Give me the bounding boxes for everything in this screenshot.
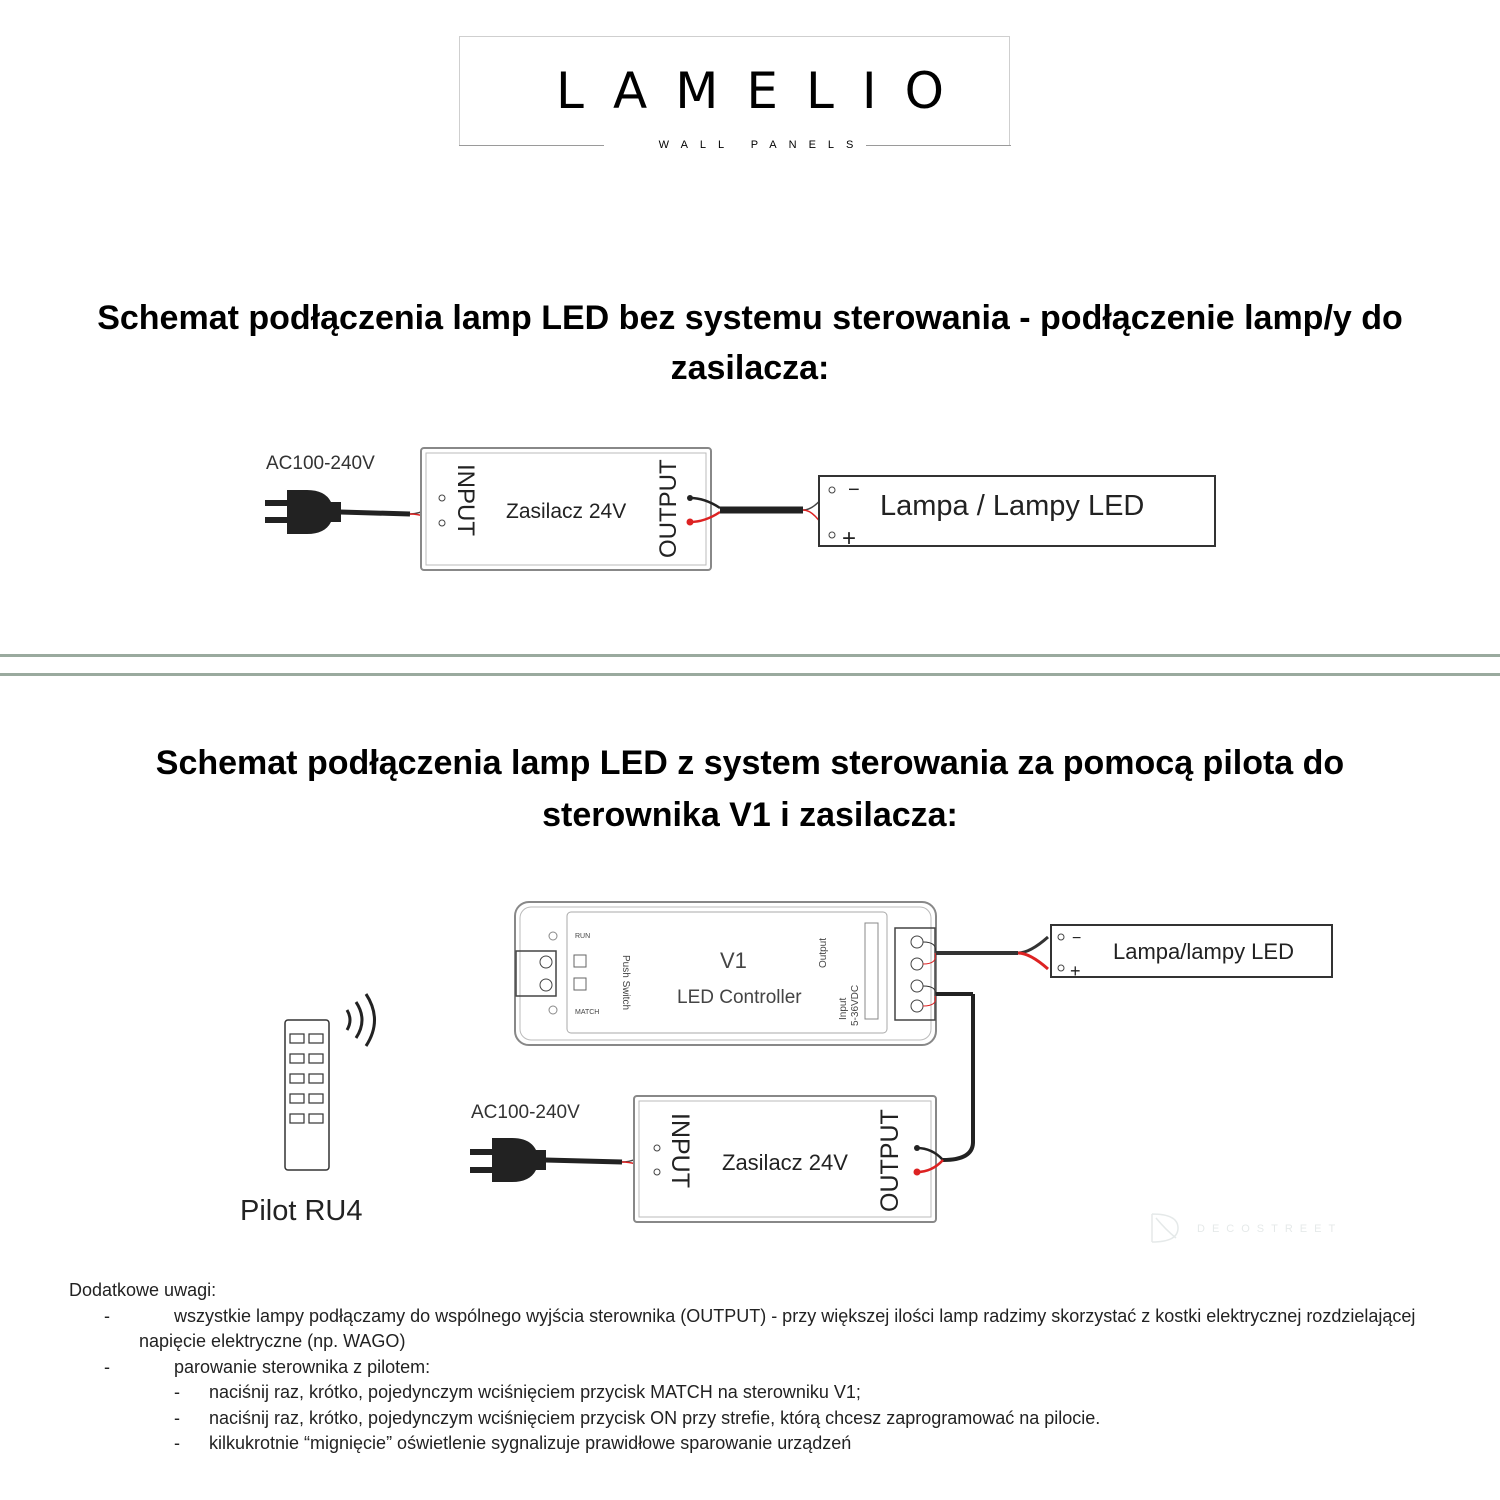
lamp-label-2: Lampa/lampy LED [1113,939,1294,964]
note-item: wszystkie lampy podłączamy do wspólnego … [174,1305,1416,1326]
logo: LAMELIO [556,62,972,120]
remote-control-icon [284,1019,330,1171]
note-item: parowanie sterownika z pilotem: [174,1356,431,1377]
section1-title-line2: zasilacza: [670,349,830,387]
bullet-dash: - [174,1407,180,1428]
section2-title-line1: Schemat podłączenia lamp LED z system st… [155,744,1345,782]
push-switch-label: Push Switch [620,955,631,1010]
bullet-dash: - [104,1356,110,1377]
output-label: Output [818,938,829,968]
note-subitem: naciśnij raz, krótko, pojedynczym wciśni… [209,1407,1101,1428]
power-supply-box-2 [633,1095,937,1223]
diagram-2: RUN MATCH Push Switch V1 LED Controller … [240,901,1342,1243]
diagram-1: AC100-240V INPUT Zasilacz 24V OUTPUT − +… [265,447,1216,571]
ac-voltage-label: AC100-240V [266,453,375,474]
psu-output-label: OUTPUT [655,459,682,558]
divider [0,654,1500,657]
section1-title-line1: Schemat podłączenia lamp LED bez systemu… [97,299,1403,337]
remote-label: Pilot RU4 [240,1195,363,1227]
psu-label-2: Zasilacz 24V [722,1150,848,1175]
plug-icon [470,1138,623,1182]
logo-tagline: WALL PANELS [658,139,866,151]
led-lamp-box [818,475,1216,547]
plus-sign: + [842,525,856,552]
input-voltage: 5-36VDC [850,985,861,1026]
power-supply-box [420,447,712,571]
additional-notes: Dodatkowe uwagi: - wszystkie lampy podłąc… [69,1278,1415,1457]
v1-controller [514,901,937,1046]
bullet-dash: - [174,1382,180,1402]
plus-sign: + [1070,961,1081,981]
notes-heading: Dodatkowe uwagi: [69,1280,217,1300]
ac-voltage-label-2: AC100-240V [471,1102,580,1123]
minus-sign: − [848,479,860,501]
match-label: MATCH [575,1009,599,1016]
minus-sign: − [1072,930,1081,947]
divider [0,673,1500,676]
bullet-dash: - [104,1305,110,1326]
plug-icon [265,490,411,534]
led-lamp-box-2 [1050,924,1333,978]
section2-title-line2: sterownika V1 i zasilacza: [542,796,958,834]
lamp-label: Lampa / Lampy LED [880,490,1144,522]
wireless-signal-icon [345,993,376,1047]
decostreet-watermark: DECOSTREET [1151,1213,1342,1243]
note-item-cont: napięcie elektryczne (np. WAGO) [139,1331,406,1351]
psu-output-label-2: OUTPUT [876,1109,904,1212]
controller-model: V1 [720,948,747,973]
input-label: Input [838,998,849,1020]
logo-line-left [459,145,604,146]
logo-line-right [866,145,1011,146]
note-subitem: kilkukrotnie “mignięcie” oświetlenie syg… [209,1433,852,1453]
psu-input-label: INPUT [452,464,479,536]
bullet-dash: - [174,1433,180,1453]
logo-frame [459,36,1010,145]
run-label: RUN [575,933,590,940]
psu-label: Zasilacz 24V [506,500,626,523]
note-subitem: naciśnij raz, krótko, pojedynczym wciśni… [209,1382,861,1402]
psu-input-label-2: INPUT [666,1113,694,1188]
controller-label: LED Controller [677,987,802,1008]
svg-text:DECOSTREET: DECOSTREET [1197,1223,1342,1235]
